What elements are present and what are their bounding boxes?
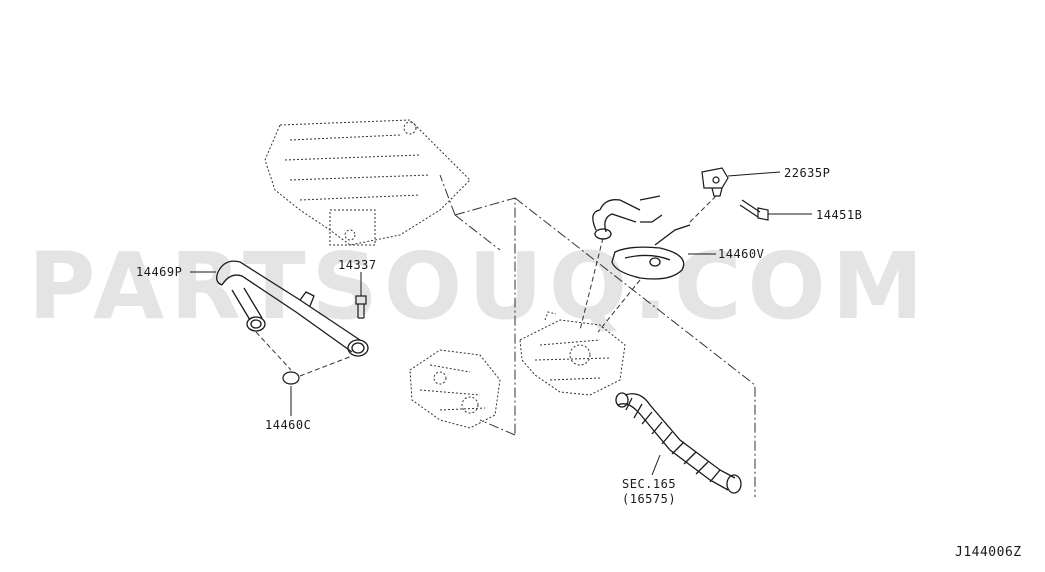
sensor-22635p [701,167,729,197]
leader-solid-left [190,271,362,416]
leader-lines-right [651,171,812,476]
diagram-code: J144006Z [955,545,1022,560]
assembly-outline [439,174,756,497]
callout-14337: 14337 [338,258,377,272]
housing-lower-middle [409,349,501,429]
callout-22635p: 22635P [784,166,831,180]
hose-sec-165 [615,392,742,494]
callout-sec-165: SEC.165 [622,477,677,491]
watermark-text: PARTSOUQ.COM [28,233,930,340]
gasket-14460c [282,371,300,385]
callout-sec-165-code: (16575) [622,492,677,506]
callout-14460c: 14460C [265,418,312,432]
callout-14451b: 14451B [816,208,863,222]
hose-14469p [216,260,369,357]
hose-14460v [592,195,691,280]
bolt-14451b [739,199,769,221]
callout-14469p: 14469P [136,265,183,279]
engine-block [264,119,471,246]
callout-14460v: 14460V [718,247,765,261]
pump-housing [519,311,626,396]
leader-dashed-right [579,195,717,333]
